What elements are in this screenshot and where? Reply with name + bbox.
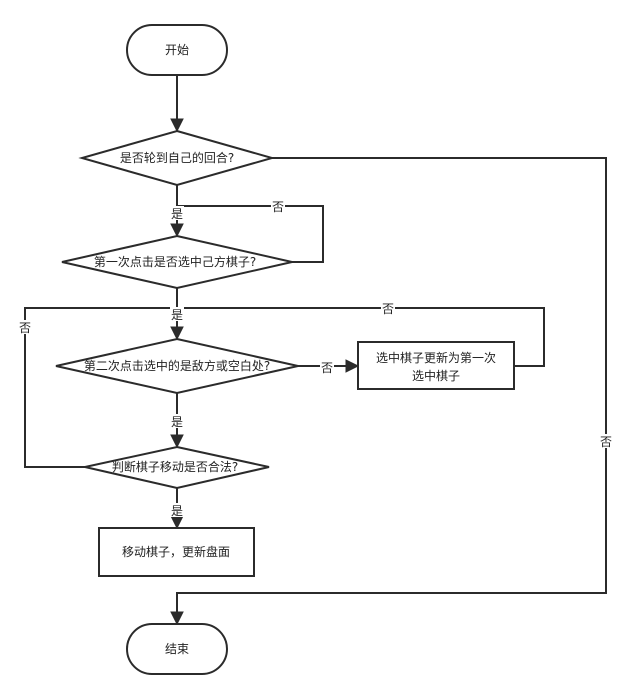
- edge-label-no: 否: [272, 200, 284, 214]
- decision-turn-label: 是否轮到自己的回合?: [120, 150, 234, 165]
- decision-legal-label: 判断棋子移动是否合法?: [112, 459, 238, 474]
- arrow-head: [170, 326, 184, 341]
- start-label: 开始: [165, 43, 189, 57]
- decision-legal-move: [84, 445, 270, 490]
- start-terminal: [126, 24, 228, 76]
- update-selection-label-1: 选中棋子更新为第一次: [376, 350, 496, 365]
- edge-label-yes: 是: [171, 415, 183, 429]
- edge-label-yes: 是: [171, 207, 183, 221]
- end-terminal: [126, 623, 228, 675]
- edge-first-click-no: [177, 205, 324, 263]
- move-piece-label: 移动棋子，更新盘面: [122, 544, 230, 559]
- arrow-head: [170, 118, 184, 133]
- edge-legal-no: [24, 307, 177, 468]
- edge-update-loop: [177, 307, 545, 367]
- process-update-selection: [357, 341, 515, 390]
- arrow-head: [170, 223, 184, 238]
- process-move-piece: [98, 527, 255, 577]
- edge-label-no: 否: [382, 302, 394, 316]
- decision-first-click-label: 第一次点击是否选中己方棋子?: [94, 254, 256, 269]
- arrow-head: [170, 434, 184, 449]
- edge-label-yes: 是: [171, 308, 183, 322]
- end-label: 结束: [165, 642, 189, 656]
- decision-second-click: [55, 337, 299, 395]
- decision-second-click-label: 第二次点击选中的是敌方或空白处?: [84, 358, 270, 373]
- edge-label-yes: 是: [171, 504, 183, 518]
- arrow-head: [170, 611, 184, 626]
- update-selection-label-2: 选中棋子: [412, 368, 460, 383]
- edge-turn-no: [176, 157, 607, 614]
- decision-turn: [78, 129, 276, 187]
- edge-label-no: 否: [600, 435, 612, 449]
- decision-first-click: [61, 234, 293, 290]
- edge-label-no: 否: [19, 321, 31, 335]
- arrow-head: [345, 359, 360, 373]
- edge-label-no: 否: [321, 361, 333, 375]
